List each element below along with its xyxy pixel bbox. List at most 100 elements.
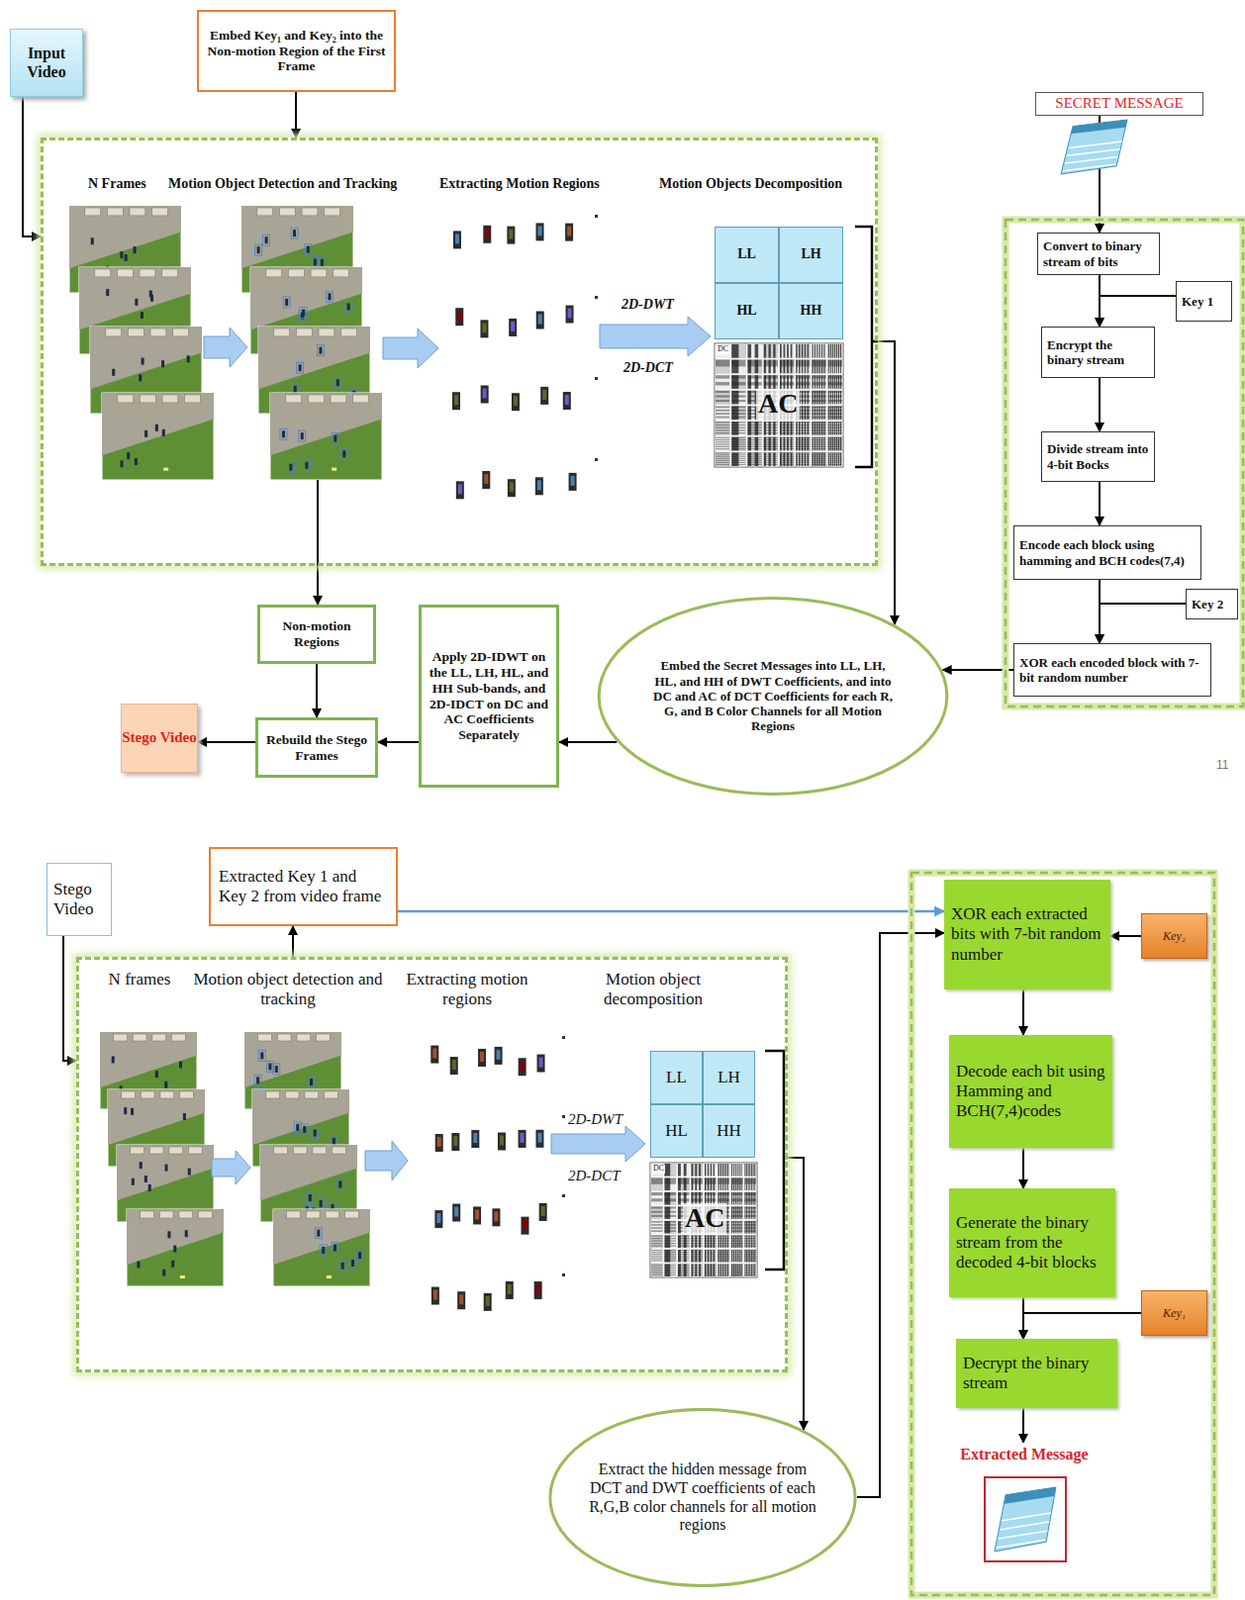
dct-cell xyxy=(811,389,827,405)
dct-stripe xyxy=(745,1267,758,1270)
track-box xyxy=(293,1122,301,1134)
node-text: LL xyxy=(737,246,757,264)
dct-stripe xyxy=(677,1253,690,1255)
dct-stripe xyxy=(718,1243,731,1245)
node-text: HH xyxy=(800,302,823,320)
dct-cell xyxy=(744,1249,758,1264)
dct-stripe xyxy=(779,448,794,450)
billboard xyxy=(162,269,179,278)
motion-region xyxy=(431,1287,440,1306)
dct-stripe xyxy=(713,1163,715,1177)
dct-stripe xyxy=(731,1274,744,1277)
motion-object xyxy=(459,1294,464,1305)
arrow-label: 2D-DWT xyxy=(621,296,674,312)
dct-cell xyxy=(747,452,763,468)
connector xyxy=(1098,378,1101,432)
motion-region xyxy=(518,1057,527,1076)
dct-stripe xyxy=(828,452,843,455)
notepad-line xyxy=(1001,1513,1052,1522)
dct-stripe xyxy=(745,1207,758,1210)
track-box xyxy=(316,345,324,357)
dct-stripe xyxy=(731,429,746,431)
dct-stripe xyxy=(691,1178,704,1185)
leader-line xyxy=(316,479,319,567)
person xyxy=(257,246,261,254)
dct-stripe xyxy=(704,1236,717,1238)
dct-stripe xyxy=(748,452,763,455)
dct-stripe xyxy=(812,432,827,434)
motion-region xyxy=(455,307,464,326)
motion-object xyxy=(539,1057,544,1068)
dct-cell xyxy=(690,1263,704,1278)
dct-stripe xyxy=(665,1245,677,1247)
billboard xyxy=(180,1091,194,1099)
dct-stripe xyxy=(744,1163,747,1177)
dct-cell xyxy=(779,359,795,375)
dct-stripe xyxy=(651,1241,664,1243)
video-frame xyxy=(101,392,214,480)
node-text: Extract the hidden message from DCT and … xyxy=(583,1460,822,1536)
billboard xyxy=(129,207,146,216)
dct-stripe xyxy=(751,1163,754,1177)
billboard xyxy=(296,1034,311,1042)
dct-stripe xyxy=(795,375,810,379)
dct-stripe xyxy=(704,1263,717,1266)
billboard xyxy=(305,1211,320,1219)
dct-stripe xyxy=(828,462,843,465)
dct-stripe xyxy=(828,399,843,402)
dct-stripe xyxy=(691,1259,704,1261)
dct-stripe xyxy=(665,1211,677,1214)
dct-cell xyxy=(715,452,731,468)
dct-stripe xyxy=(823,344,825,359)
dct-stripe xyxy=(677,1163,681,1177)
dct-stripe xyxy=(731,1238,744,1240)
dct-stripe xyxy=(731,1178,744,1185)
motion-region xyxy=(540,386,549,405)
dct-cell xyxy=(651,1249,665,1264)
connector xyxy=(22,96,41,237)
dct-stripe xyxy=(715,394,730,397)
dct-stripe xyxy=(731,382,746,385)
dct-stripe xyxy=(804,344,806,359)
person xyxy=(167,1231,171,1239)
key-box: Embed Key₁ and Key₂ into the Non-motion … xyxy=(196,9,396,93)
dct-stripe xyxy=(812,458,827,461)
dct-stripe xyxy=(812,464,827,467)
dct-stripe xyxy=(665,1274,677,1277)
dct-stripe xyxy=(715,409,730,412)
person xyxy=(150,294,154,302)
person xyxy=(333,1244,337,1251)
dct-stripe xyxy=(731,1255,744,1257)
dct-stripe xyxy=(691,1163,694,1177)
motion-object xyxy=(542,389,547,400)
motion-region xyxy=(535,477,544,495)
person xyxy=(161,360,165,368)
motion-region xyxy=(534,1281,543,1300)
dct-cell xyxy=(827,452,843,468)
dct-stripe xyxy=(665,1267,677,1270)
motion-region xyxy=(539,1203,548,1222)
person xyxy=(321,1246,325,1254)
connector xyxy=(1099,603,1186,644)
dct-cell xyxy=(744,1235,758,1249)
motion-object xyxy=(499,1135,504,1146)
person xyxy=(124,254,128,262)
track-box xyxy=(311,257,319,269)
ellipse-shape xyxy=(598,598,948,795)
dct-cell xyxy=(731,1163,745,1178)
billboard xyxy=(310,269,327,278)
dct-stripe xyxy=(691,1245,704,1247)
dct-stripe xyxy=(731,1268,744,1271)
person xyxy=(327,292,331,300)
dct-stripe xyxy=(812,390,827,393)
billboard xyxy=(286,394,302,403)
track-box xyxy=(319,1245,327,1256)
process-box: Key 2 xyxy=(1185,588,1239,620)
person xyxy=(347,303,351,311)
dct-stripe xyxy=(779,462,794,465)
dct-stripe xyxy=(715,446,730,448)
dct-stripe xyxy=(764,344,767,359)
dct-stripe xyxy=(715,444,730,446)
dct-stripe xyxy=(691,1255,704,1257)
dct-stripe xyxy=(748,429,763,431)
